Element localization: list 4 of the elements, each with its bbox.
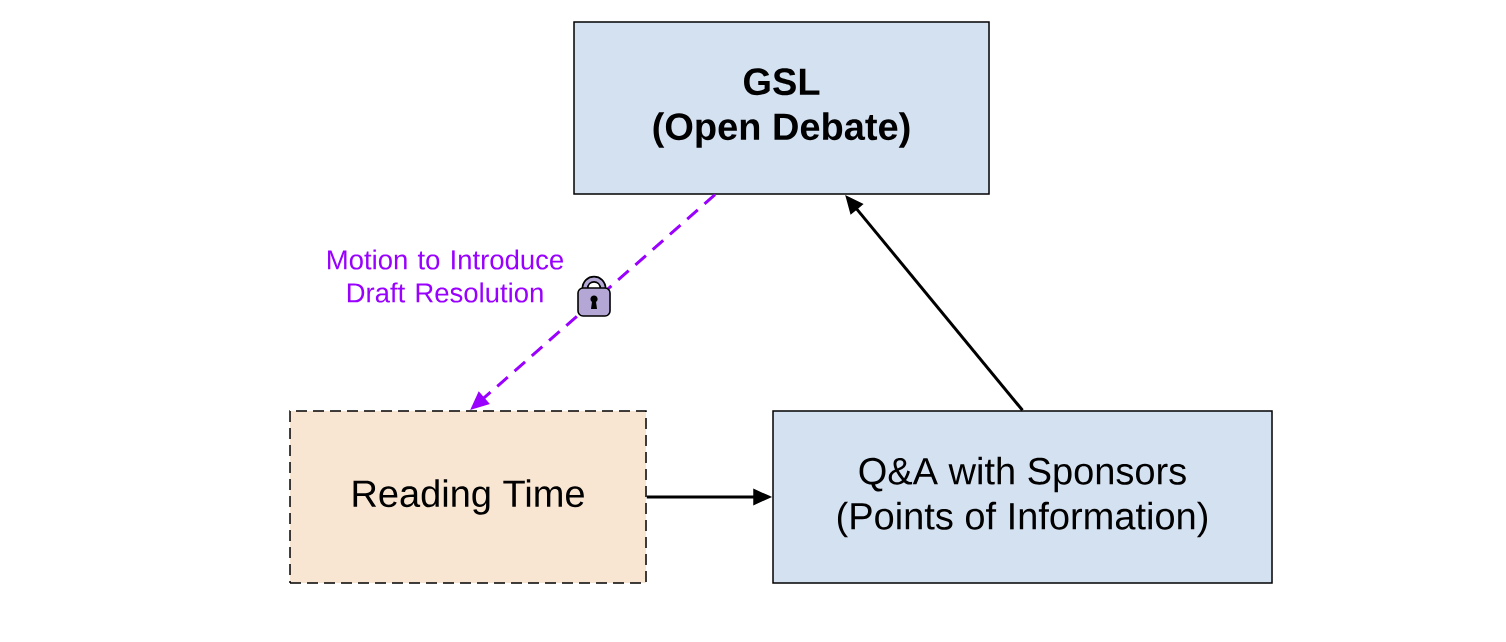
process-box: Q&A with Sponsors (Points of Information): [772, 410, 1273, 584]
process-box: Reading Time: [289, 410, 647, 584]
edge-label: Motion to Introduce Draft Resolution: [317, 247, 573, 305]
process-box: GSL (Open Debate): [573, 21, 990, 195]
